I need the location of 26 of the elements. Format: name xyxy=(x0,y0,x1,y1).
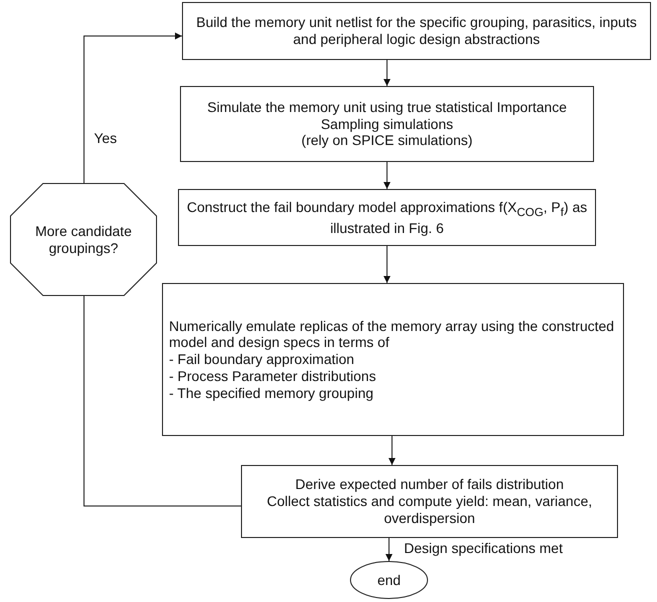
connector-line xyxy=(84,296,242,506)
process-box xyxy=(180,86,594,162)
arrow xyxy=(384,162,390,190)
arrow xyxy=(384,246,390,284)
process-box xyxy=(178,189,596,246)
arrow xyxy=(388,436,396,466)
arrow xyxy=(84,32,182,184)
edge-label: Design specifications met xyxy=(402,540,565,556)
node-text: Collect statistics and compute yield: mean, variance, overdispersion xyxy=(266,493,594,527)
process-box xyxy=(162,283,624,436)
node-text: Derive expected number of fails distribution xyxy=(295,476,564,494)
arrow xyxy=(386,538,392,562)
node-text: More candidate groupings? xyxy=(34,222,133,256)
node-text: Construct the fail boundary model approximations f(X$_{COG}$, P$_{f}$) as illustrated in Fig. 6 xyxy=(186,198,588,236)
node-text: - The specified memory grouping xyxy=(169,384,374,402)
process-box xyxy=(182,2,651,60)
node-text: - Process Parameter distributions xyxy=(169,368,376,385)
edge-label: Yes xyxy=(92,130,119,146)
node-text: - Fail boundary approximation xyxy=(169,351,354,368)
node-text: (rely on SPICE simulations) xyxy=(301,132,473,150)
node-text: end xyxy=(377,572,401,588)
node-text: Build the memory unit netlist for the specific grouping, parasitics, inputs and peripheral logic design abstractions xyxy=(195,14,638,48)
node-text: Simulate the memory unit using true statistical Importance Sampling simulations xyxy=(206,98,568,132)
arrow xyxy=(384,60,390,86)
process-box xyxy=(241,465,618,538)
node-text: Numerically emulate replicas of the memory array using the constructed model and design specs in terms of xyxy=(169,318,616,352)
